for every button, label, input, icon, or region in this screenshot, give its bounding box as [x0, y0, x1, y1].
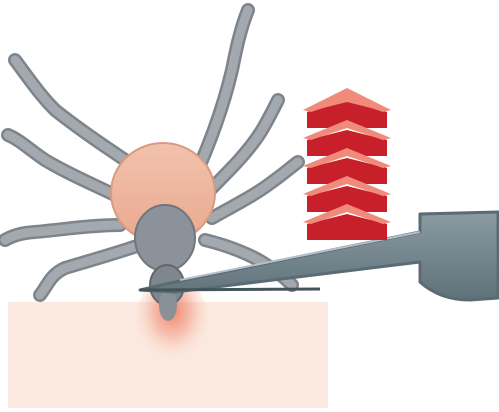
- tick-legs-right: [200, 10, 298, 285]
- upward-arrows: [303, 88, 391, 240]
- tick-hypostome: [159, 289, 177, 321]
- tick-scutum: [135, 205, 195, 271]
